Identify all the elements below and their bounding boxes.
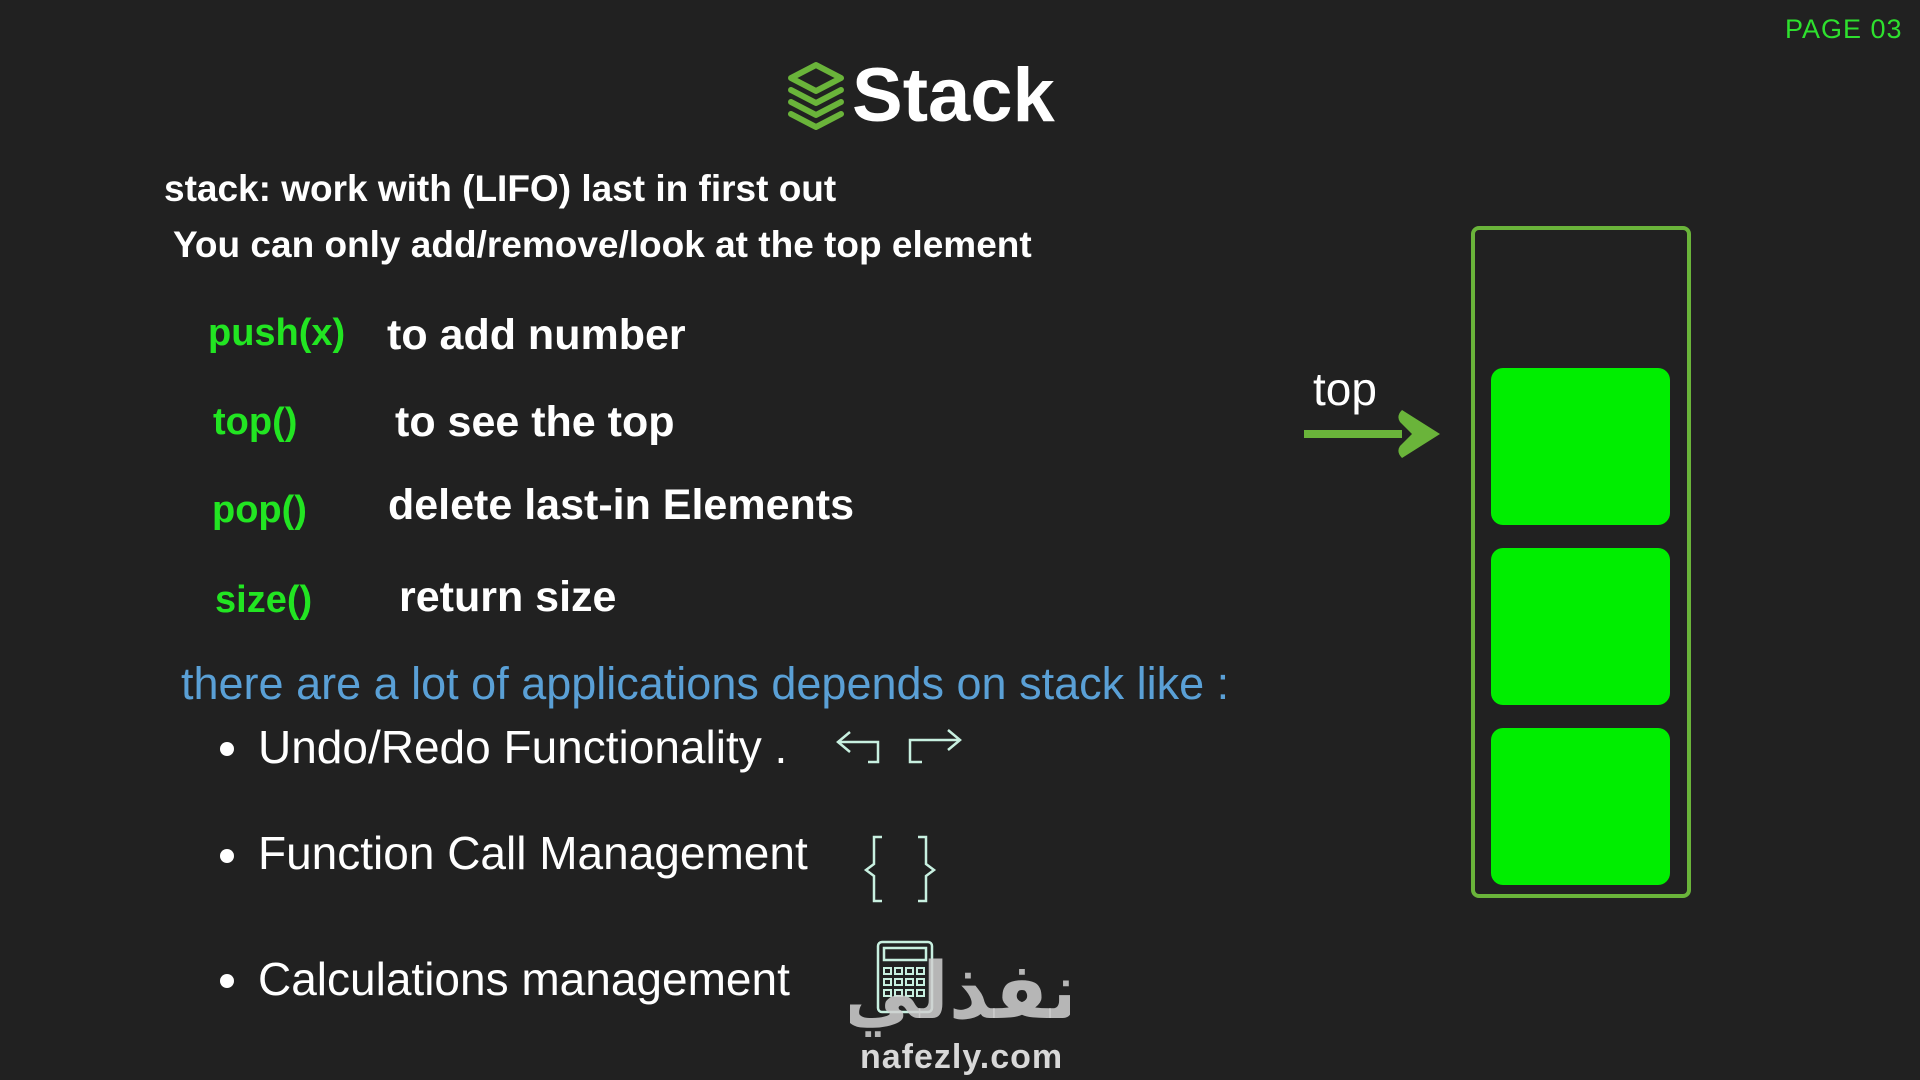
svg-text:نفذلي: نفذلي [850, 947, 1070, 1037]
desc-pop: delete last-in Elements [388, 481, 854, 529]
fn-pop: pop() [212, 489, 307, 531]
fn-top: top() [213, 401, 298, 443]
top-pointer-label: top [1313, 363, 1377, 415]
page-title: Stack [852, 53, 1055, 138]
calculator-icon [876, 940, 934, 1014]
curly-braces-icon [863, 835, 937, 903]
bullet-dot [220, 742, 234, 756]
undo-redo-icon [836, 729, 962, 764]
desc-size: return size [399, 573, 617, 621]
stack-element-top [1491, 368, 1670, 525]
watermark-logo: نفذلي [850, 947, 1070, 1037]
bullet-dot [220, 974, 234, 988]
layers-icon [788, 62, 844, 130]
applications-heading: there are a lot of applications depends … [181, 658, 1230, 709]
stack-element [1491, 548, 1670, 705]
watermark-domain: nafezly.com [860, 1038, 1064, 1076]
stack-container [1471, 226, 1691, 898]
app-calculations: Calculations management [258, 953, 790, 1005]
desc-push: to add number [387, 311, 686, 359]
app-function-call: Function Call Management [258, 827, 808, 879]
fn-size: size() [215, 579, 313, 621]
fn-push: push(x) [208, 312, 346, 354]
desc-top: to see the top [395, 398, 675, 446]
stack-element-bottom [1491, 728, 1670, 885]
intro-line-1: stack: work with (LIFO) last in first ou… [164, 168, 837, 209]
intro-line-2: You can only add/remove/look at the top … [173, 224, 1032, 265]
bullet-dot [220, 849, 234, 863]
page-number: PAGE 03 [1785, 14, 1903, 44]
arrow-right-icon [1304, 410, 1440, 458]
app-undo-redo: Undo/Redo Functionality . [258, 721, 788, 773]
